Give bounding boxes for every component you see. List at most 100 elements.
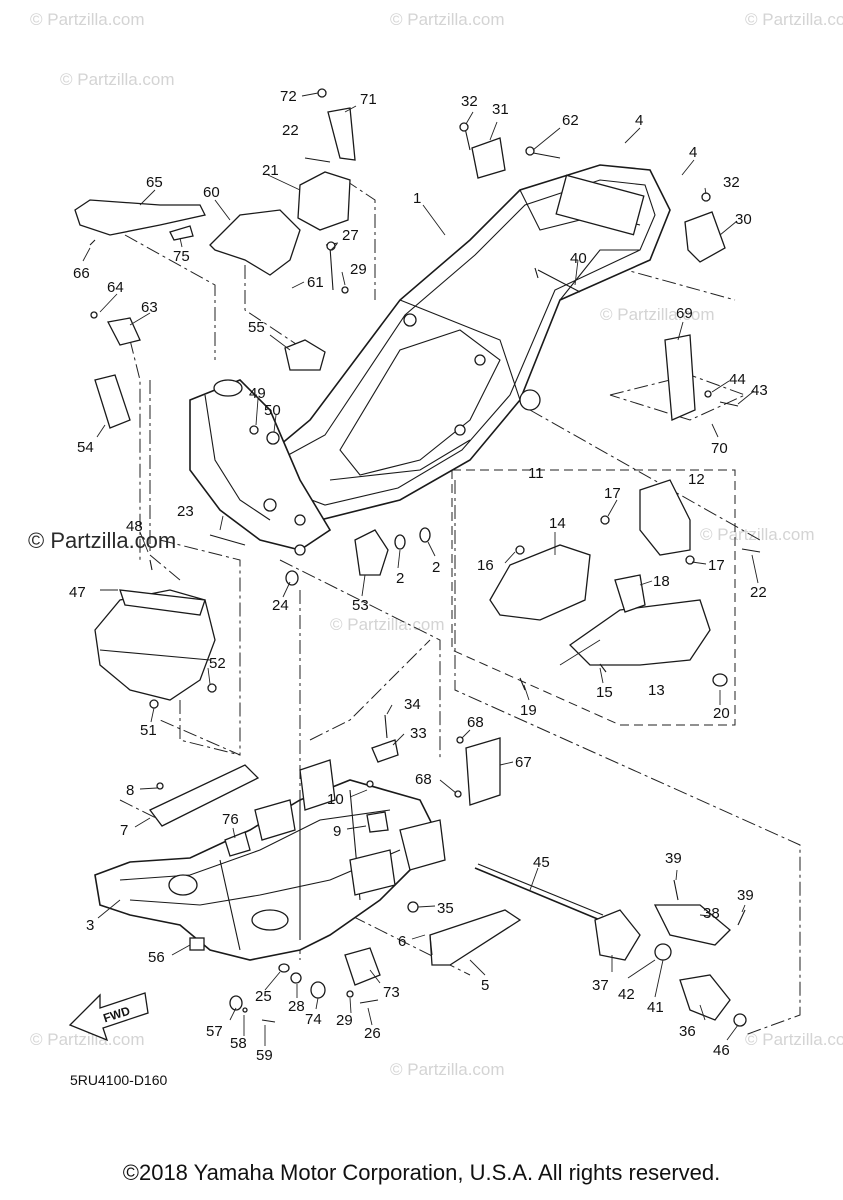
callout-22: 22	[282, 122, 299, 139]
callout-44: 44	[729, 371, 746, 388]
callout-50: 50	[264, 402, 281, 419]
callout-73: 73	[383, 984, 400, 1001]
reference-lines	[119, 179, 801, 1036]
callout-54: 54	[77, 439, 94, 456]
watermark: © Partzilla.com	[700, 525, 815, 544]
callout-32: 32	[723, 174, 740, 191]
callout-2: 2	[396, 570, 404, 587]
small-parts	[74, 107, 747, 1027]
callout-56: 56	[148, 949, 165, 966]
callout-12: 12	[688, 471, 705, 488]
callout-2: 2	[432, 559, 440, 576]
callout-37: 37	[592, 977, 609, 994]
callout-8: 8	[126, 782, 134, 799]
callout-59: 59	[256, 1047, 273, 1064]
callout-34: 34	[404, 696, 421, 713]
callout-75: 75	[173, 248, 190, 265]
callout-47: 47	[69, 584, 86, 601]
callout-18: 18	[653, 573, 670, 590]
watermark: © Partzilla.com	[745, 1030, 843, 1049]
callout-71: 71	[360, 91, 377, 108]
callout-58: 58	[230, 1035, 247, 1052]
callout-labels: 1 2 2 3 4 4 5 6 7 8 9 10 11 12 13 14 15 …	[69, 88, 768, 1064]
callout-53: 53	[352, 597, 369, 614]
callout-35: 35	[437, 900, 454, 917]
watermark: © Partzilla.com	[30, 1030, 145, 1049]
callout-46: 46	[713, 1042, 730, 1059]
watermark: © Partzilla.com	[60, 70, 175, 89]
callout-7: 7	[120, 822, 128, 839]
callout-3: 3	[86, 917, 94, 934]
callout-43: 43	[751, 382, 768, 399]
bolts	[89, 88, 761, 1023]
callout-68: 68	[415, 771, 432, 788]
watermark: © Partzilla.com	[330, 615, 445, 634]
watermark-dark: © Partzilla.com	[28, 528, 176, 553]
callout-61: 61	[307, 274, 324, 291]
diagram-code: 5RU4100-D160	[70, 1072, 167, 1088]
main-frame	[189, 164, 671, 556]
callout-45: 45	[533, 854, 550, 871]
callout-72: 72	[280, 88, 297, 105]
callout-15: 15	[596, 684, 613, 701]
callout-28: 28	[288, 998, 305, 1015]
callout-29: 29	[336, 1012, 353, 1029]
callout-51: 51	[140, 722, 157, 739]
callout-39: 39	[737, 887, 754, 904]
callout-17: 17	[604, 485, 621, 502]
callout-20: 20	[713, 705, 730, 722]
callout-67: 67	[515, 754, 532, 771]
sub-frame	[94, 759, 446, 961]
watermark-group: © Partzilla.com © Partzilla.com © Partzi…	[28, 10, 843, 1079]
callout-11: 11	[528, 465, 544, 482]
callout-57: 57	[206, 1023, 223, 1040]
callout-29: 29	[350, 261, 367, 278]
watermark: © Partzilla.com	[390, 1060, 505, 1079]
callout-32: 32	[461, 93, 478, 110]
callout-14: 14	[549, 515, 566, 532]
watermark: © Partzilla.com	[600, 305, 715, 324]
callout-31: 31	[492, 101, 509, 118]
callout-55: 55	[248, 319, 265, 336]
callout-5: 5	[481, 977, 489, 994]
callout-41: 41	[647, 999, 664, 1016]
watermark: © Partzilla.com	[30, 10, 145, 29]
callout-70: 70	[711, 440, 728, 457]
callout-27: 27	[342, 227, 359, 244]
callout-10: 10	[327, 791, 344, 808]
watermark: © Partzilla.com	[745, 10, 843, 29]
callout-49: 49	[249, 385, 266, 402]
callout-68: 68	[467, 714, 484, 731]
callout-22: 22	[750, 584, 767, 601]
callout-74: 74	[305, 1011, 322, 1028]
callout-64: 64	[107, 279, 124, 296]
callout-6: 6	[398, 933, 406, 950]
callout-62: 62	[562, 112, 579, 129]
callout-24: 24	[272, 597, 289, 614]
callout-39: 39	[665, 850, 682, 867]
callout-9: 9	[333, 823, 341, 840]
callout-13: 13	[648, 682, 665, 699]
callout-40: 40	[570, 250, 587, 267]
callout-48: 48	[126, 518, 143, 535]
callout-66: 66	[73, 265, 90, 282]
callout-65: 65	[146, 174, 163, 191]
leaders	[82, 92, 759, 1046]
callout-30: 30	[735, 211, 752, 228]
copyright-notice: ©2018 Yamaha Motor Corporation, U.S.A. A…	[122, 1160, 721, 1185]
callout-26: 26	[364, 1025, 381, 1042]
callout-4: 4	[689, 144, 697, 161]
callout-25: 25	[255, 988, 272, 1005]
callout-60: 60	[203, 184, 220, 201]
callout-36: 36	[679, 1023, 696, 1040]
callout-38: 38	[703, 905, 720, 922]
fwd-arrow: FWD	[68, 992, 149, 1042]
watermark: © Partzilla.com	[390, 10, 505, 29]
callout-17: 17	[708, 557, 725, 574]
callout-1: 1	[413, 190, 421, 207]
callout-33: 33	[410, 725, 427, 742]
callout-16: 16	[477, 557, 494, 574]
callout-42: 42	[618, 986, 635, 1003]
callout-76: 76	[222, 811, 239, 828]
